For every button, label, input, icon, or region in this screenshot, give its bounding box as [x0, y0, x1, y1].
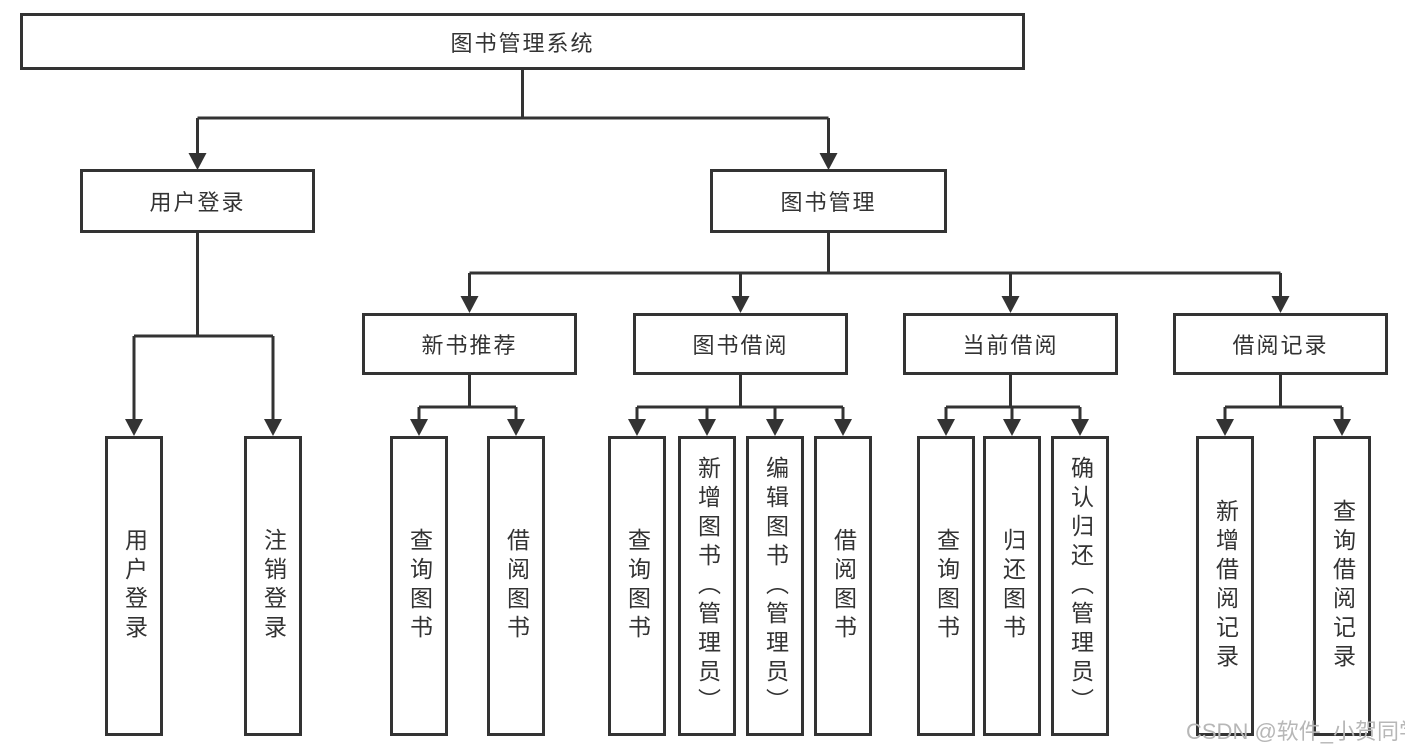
leaf-add-borrow-record: 新增借阅记录: [1196, 436, 1254, 736]
node-label: 当前借阅: [962, 333, 1059, 358]
node-label: 编辑图书（管理员）: [762, 455, 789, 717]
csdn-watermark: CSDN @软件_小贺同学: [1186, 719, 1405, 744]
node-label: 新增图书（管理员）: [694, 455, 721, 717]
node-user-login: 用户登录: [80, 169, 315, 233]
leaf-query-borrow-record: 查询借阅记录: [1313, 436, 1371, 736]
leaf-confirm-return-admin: 确认归还（管理员）: [1051, 436, 1109, 736]
node-library-management-system: 图书管理系统: [20, 13, 1025, 70]
leaf-return-books: 归还图书: [983, 436, 1041, 736]
node-book-management: 图书管理: [710, 169, 947, 233]
leaf-logout: 注销登录: [244, 436, 302, 736]
node-current-borrow: 当前借阅: [903, 313, 1118, 375]
leaf-borrow-books-recommend: 借阅图书: [487, 436, 545, 736]
node-borrow-records: 借阅记录: [1173, 313, 1388, 375]
node-label: 查询图书: [933, 528, 960, 644]
node-label: 图书管理: [780, 190, 877, 215]
node-label: 归还图书: [999, 528, 1026, 644]
node-label: 查询图书: [624, 528, 651, 644]
node-label: 查询借阅记录: [1329, 499, 1356, 673]
node-label: 借阅图书: [503, 528, 530, 644]
arrowheads: [125, 153, 1351, 436]
node-label: 新书推荐: [421, 333, 518, 358]
node-label: 图书借阅: [692, 333, 789, 358]
node-label: 查询图书: [406, 528, 433, 644]
node-label: 用户登录: [149, 190, 246, 215]
node-label: 确认归还（管理员）: [1067, 455, 1094, 717]
node-new-book-recommend: 新书推荐: [362, 313, 577, 375]
node-label: 新增借阅记录: [1212, 499, 1239, 673]
leaf-edit-books-admin: 编辑图书（管理员）: [746, 436, 804, 736]
node-label: 图书管理系统: [450, 30, 595, 56]
leaf-borrow-books: 借阅图书: [814, 436, 872, 736]
leaf-query-books-borrow: 查询图书: [608, 436, 666, 736]
leaf-user-login: 用户登录: [105, 436, 163, 736]
node-label: 注销登录: [260, 528, 287, 644]
node-book-borrow: 图书借阅: [633, 313, 848, 375]
leaf-query-books-recommend: 查询图书: [390, 436, 448, 736]
leaf-query-books-current: 查询图书: [917, 436, 975, 736]
leaf-add-books-admin: 新增图书（管理员）: [678, 436, 736, 736]
node-label: 借阅图书: [830, 528, 857, 644]
node-label: 借阅记录: [1232, 333, 1329, 358]
node-label: 用户登录: [121, 528, 148, 644]
